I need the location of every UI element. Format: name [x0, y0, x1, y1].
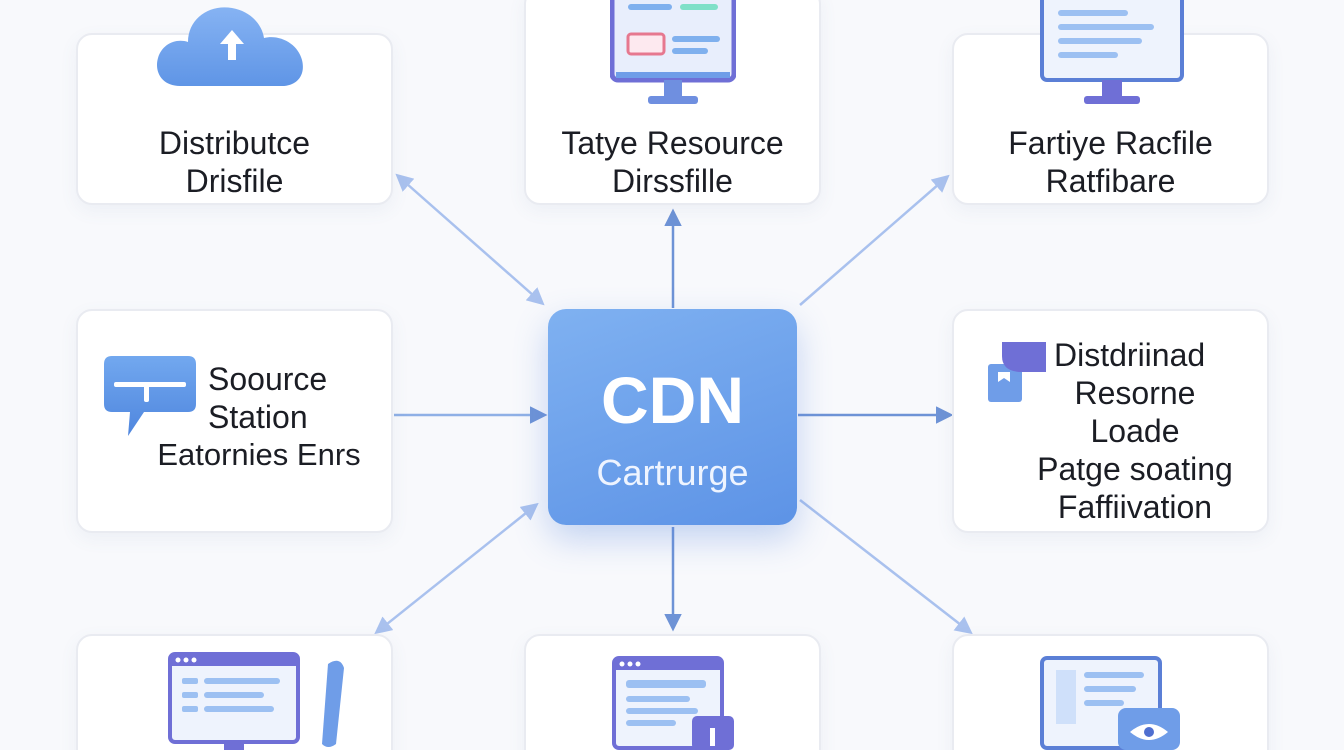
laptop-stylus-icon	[168, 652, 344, 750]
node-card-middle-left	[76, 309, 393, 533]
node-label-middle-right: Resorne Loade Patge soating Faffiivation	[1037, 375, 1233, 525]
node-label-top-right: Fartiye Racfile Ratfibare	[1008, 125, 1213, 199]
node-label-middle-left-extra: Eatornies Enrs	[157, 437, 361, 472]
cloud-upload-icon	[157, 7, 303, 86]
arrow-top-left-hub	[395, 173, 545, 306]
arrow-hub-bottom-left	[374, 502, 539, 635]
arrow-hub-to-bottom-right	[799, 499, 973, 635]
desktop-icon	[1040, 0, 1184, 104]
hub-title: CDN	[601, 363, 744, 437]
bookmark-folder-icon	[988, 342, 1046, 402]
chat-bubble-icon	[104, 356, 196, 436]
cdn-hub-node: CDN Cartrurge	[548, 309, 797, 525]
hub-subtitle: Cartrurge	[596, 452, 749, 493]
browser-window-icon	[612, 656, 734, 750]
screen-eye-icon	[1040, 656, 1180, 750]
node-label-middle-right-head: Distdriinad	[1054, 337, 1206, 373]
arrow-hub-to-top-right	[799, 174, 950, 306]
node-label-top-left: Distributce Drisfile	[158, 125, 311, 199]
monitor-icon	[610, 0, 736, 104]
node-label-top-center: Tatye Resource Dirssfille	[561, 125, 784, 199]
node-label-middle-left: Soource Station	[208, 361, 328, 435]
